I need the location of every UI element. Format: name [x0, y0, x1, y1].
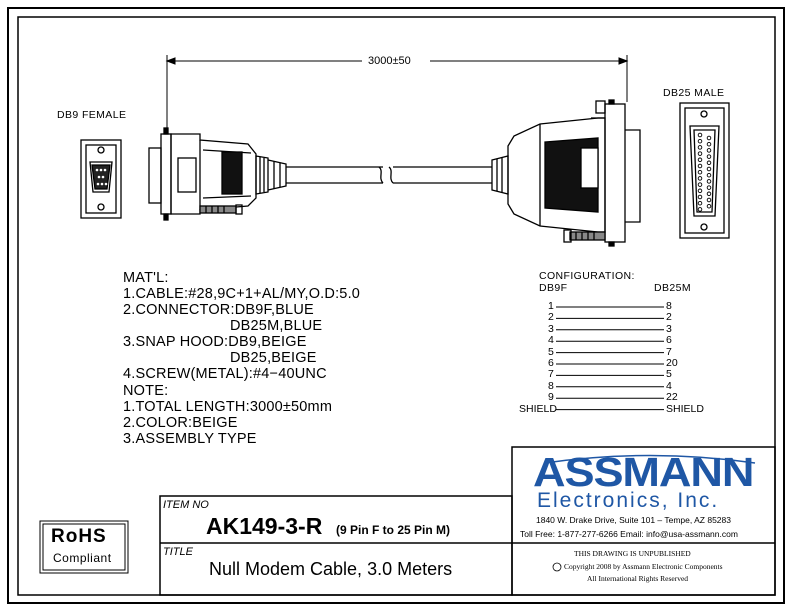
material-line: 2.CONNECTOR:DB9F,BLUE	[123, 302, 314, 318]
rights-notice: All International Rights Reserved	[587, 574, 689, 583]
note-line: 3.ASSEMBLY TYPE	[123, 431, 257, 447]
db25-pins	[697, 132, 712, 212]
db25-pin	[697, 182, 703, 187]
db25-pin	[706, 141, 712, 147]
pin-to-label: 7	[666, 345, 672, 358]
db25-pin	[706, 191, 712, 197]
pin-to-label: 8	[666, 300, 672, 312]
db25-pin	[706, 154, 712, 159]
pin-from-label: 4	[548, 334, 554, 347]
db25-pin	[697, 200, 703, 206]
db25-male-label: DB25 MALE	[663, 87, 725, 99]
db25-pin	[697, 169, 703, 175]
pin-from-label: 1	[548, 300, 554, 312]
pin-to-label: 22	[666, 391, 678, 404]
db25-front-view	[679, 102, 730, 239]
cable	[286, 166, 492, 184]
pin-from-label: 6	[548, 357, 554, 369]
outer-border	[7, 7, 785, 604]
material-line: 3.SNAP HOOD:DB9,BEIGE	[123, 334, 307, 350]
db25-pin	[706, 135, 712, 141]
configuration-title: CONFIGURATION:	[539, 270, 635, 282]
materials-heading: MAT'L:	[123, 270, 169, 286]
pin-to-label: 20	[666, 357, 678, 369]
note-heading: NOTE:	[123, 383, 169, 399]
pin-from-label: 9	[548, 391, 554, 404]
title-label: TITLE	[163, 546, 193, 558]
db25-pin	[706, 185, 712, 190]
company-contact: Toll Free: 1-877-277-6266 Email: info@us…	[520, 529, 738, 539]
db25-pin	[697, 194, 703, 200]
company-name: ASSMANN	[533, 449, 754, 495]
db25-pin	[706, 203, 712, 209]
pin-from-label: 7	[548, 368, 554, 381]
item-no-label: ITEM NO	[163, 499, 209, 511]
material-line: 1.CABLE:#28,9C+1+AL/MY,O.D:5.0	[123, 286, 361, 302]
item-title-box	[159, 495, 513, 596]
rohs-compliant: Compliant	[53, 551, 112, 565]
item-description: (9 Pin F to 25 Pin M)	[336, 523, 451, 537]
db25-pin	[706, 172, 712, 178]
db25-side-view	[491, 99, 641, 247]
db9-female-label: DB9 FEMALE	[57, 109, 127, 121]
rohs-label: RoHS	[51, 526, 107, 547]
material-line: DB25,BEIGE	[230, 350, 317, 366]
copyright-icon	[552, 562, 562, 572]
pin-to-label: 2	[666, 311, 672, 324]
dimension-line	[165, 55, 629, 130]
configuration-left-header: DB9F	[539, 282, 568, 294]
db25-pin	[697, 132, 703, 138]
note-line: 2.COLOR:BEIGE	[123, 415, 238, 431]
pin-to-label: SHIELD	[666, 402, 704, 415]
configuration-right-header: DB25M	[654, 282, 692, 294]
db25-pin	[697, 188, 703, 194]
material-line: 4.SCREW(METAL):#4−40UNC	[123, 366, 327, 382]
pin-from-label: 8	[548, 379, 554, 392]
pin-from-label: SHIELD	[519, 402, 557, 415]
item-number: AK149-3-R	[206, 513, 323, 539]
db25-pin	[697, 138, 703, 144]
rohs-badge	[39, 520, 129, 574]
db25-pin	[697, 163, 703, 169]
db9-front-view	[80, 139, 122, 219]
db25-pin	[697, 176, 703, 181]
assmann-logo-swoosh	[544, 454, 756, 464]
db25-pin	[706, 197, 712, 203]
db25-pin	[706, 166, 712, 172]
pin-to-label: 6	[666, 334, 672, 347]
pin-to-label: 4	[666, 379, 672, 392]
dimension-label: 3000±50	[366, 55, 413, 67]
pin-from-label: 3	[548, 322, 554, 335]
db25-pin	[697, 157, 703, 163]
db25-pin	[706, 179, 712, 184]
db25-pin	[706, 148, 712, 153]
db25-pin	[697, 145, 703, 150]
copyright-notice: Copyright 2008 by Assmann Electronic Com…	[564, 562, 723, 571]
db25-pin	[697, 151, 703, 156]
pin-to-label: 5	[666, 368, 672, 381]
pin-to-label: 3	[666, 322, 672, 335]
db9-side-view	[148, 127, 287, 221]
material-line: DB25M,BLUE	[230, 318, 323, 334]
pin-from-label: 2	[548, 311, 554, 324]
pin-from-label: 5	[548, 345, 554, 358]
db25-pin	[706, 160, 712, 166]
unpublished-notice: THIS DRAWING IS UNPUBLISHED	[574, 549, 691, 558]
company-address: 1840 W. Drake Drive, Suite 101 – Tempe, …	[536, 515, 731, 525]
db25-pin	[697, 207, 703, 212]
note-line: 1.TOTAL LENGTH:3000±50mm	[123, 399, 333, 415]
drawing-title: Null Modem Cable, 3.0 Meters	[209, 559, 453, 579]
configuration-wiring	[556, 306, 664, 411]
company-subtitle: Electronics, Inc.	[537, 489, 720, 512]
